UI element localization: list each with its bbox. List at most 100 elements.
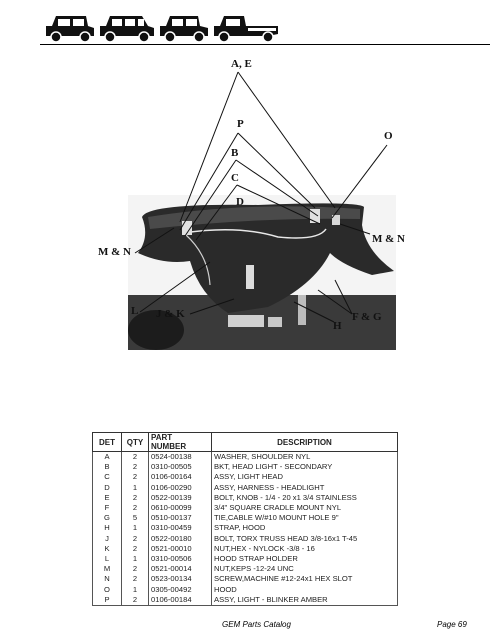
cell-det: E (92, 492, 122, 503)
cell-det: P (92, 594, 122, 606)
cell-part-number: 0521-00014 (148, 564, 212, 575)
callout-b: B (231, 147, 239, 159)
open-cart-icon (160, 16, 208, 43)
callout-f-g: F & G (352, 311, 382, 323)
cell-part-number: 0521-00010 (148, 543, 212, 554)
callout-m-n-right: M & N (372, 233, 405, 245)
table-header-row: DET QTY PART NUMBER DESCRIPTION (92, 432, 398, 452)
cell-part-number: 0522-00180 (148, 533, 212, 544)
cell-det: C (92, 472, 122, 483)
cell-det: G (92, 513, 122, 524)
cell-qty: 1 (121, 553, 149, 565)
cell-qty: 1 (121, 584, 149, 595)
cell-det: L (92, 553, 122, 565)
cell-part-number: 0310-00459 (148, 523, 212, 534)
vehicle-icons (46, 16, 278, 43)
callout-l: L (131, 305, 139, 317)
cell-description: WASHER, SHOULDER NYL (211, 451, 398, 463)
utility-cart-icon (100, 16, 154, 43)
cell-det: F (92, 502, 122, 514)
cell-part-number: 0522-00139 (148, 492, 212, 503)
cell-description: NUT,HEX - NYLOCK -3/8 - 16 (211, 543, 398, 554)
cell-part-number: 0610-00099 (148, 502, 212, 514)
cell-det: J (92, 533, 122, 544)
cell-qty: 1 (121, 523, 149, 534)
cell-description: ASSY, LIGHT - BLINKER AMBER (211, 594, 398, 606)
cell-part-number: 0310-00506 (148, 553, 212, 565)
callout-h: H (333, 320, 342, 332)
cell-qty: 2 (121, 462, 149, 473)
col-det: DET (92, 432, 122, 452)
cell-qty: 2 (121, 574, 149, 585)
cell-part-number: 0305-00492 (148, 584, 212, 595)
cell-part-number: 0524-00138 (148, 451, 212, 463)
cell-description: BKT, HEAD LIGHT - SECONDARY (211, 462, 398, 473)
cell-qty: 2 (121, 533, 149, 544)
cell-det: H (92, 523, 122, 534)
cell-det: M (92, 564, 122, 575)
hood-photo (128, 195, 396, 350)
cell-part-number: 0523-00134 (148, 574, 212, 585)
cell-description: SCREW,MACHINE #12-24x1 HEX SLOT (211, 574, 398, 585)
cell-qty: 2 (121, 472, 149, 483)
cell-det: D (92, 482, 122, 493)
cell-part-number: 0310-00505 (148, 462, 212, 473)
cell-qty: 1 (121, 482, 149, 493)
cell-description: BOLT, KNOB - 1/4 - 20 x1 3/4 STAINLESS (211, 492, 398, 503)
cell-description: ASSY, HARNESS - HEADLIGHT (211, 482, 398, 493)
cell-description: ASSY, LIGHT HEAD (211, 472, 398, 483)
cell-qty: 2 (121, 492, 149, 503)
cell-description: BOLT, TORX TRUSS HEAD 3/8-16x1 T-45 (211, 533, 398, 544)
col-part-number: PART NUMBER (148, 432, 212, 452)
cell-qty: 2 (121, 502, 149, 514)
col-description: DESCRIPTION (211, 432, 398, 452)
cell-part-number: 0106-00164 (148, 472, 212, 483)
col-qty: QTY (121, 432, 149, 452)
cell-description: HOOD (211, 584, 398, 595)
cell-det: B (92, 462, 122, 473)
cell-det: N (92, 574, 122, 585)
callout-a-e: A, E (231, 58, 252, 70)
flatbed-truck-icon (214, 16, 278, 43)
cell-qty: 2 (121, 594, 149, 606)
cell-part-number: 0106-00184 (148, 594, 212, 606)
cell-qty: 5 (121, 513, 149, 524)
cell-qty: 2 (121, 451, 149, 463)
cell-qty: 2 (121, 564, 149, 575)
callout-j-k: J & K (156, 308, 185, 320)
cell-description: 3/4" SQUARE CRADLE MOUNT NYL (211, 502, 398, 514)
cell-det: A (92, 451, 122, 463)
callout-o: O (384, 130, 393, 142)
cell-description: HOOD STRAP HOLDER (211, 553, 398, 565)
cell-description: STRAP, HOOD (211, 523, 398, 534)
callout-c: C (231, 172, 239, 184)
callout-p: P (237, 118, 244, 130)
callout-d: D (236, 196, 244, 208)
cell-det: K (92, 543, 122, 554)
cell-description: TIE,CABLE W/#10 MOUNT HOLE 9" (211, 513, 398, 524)
footer-catalog-title: GEM Parts Catalog (222, 620, 291, 629)
cell-part-number: 0106-00290 (148, 482, 212, 493)
callout-m-n-left: M & N (98, 246, 131, 258)
cell-det: O (92, 584, 122, 595)
footer-page-number: Page 69 (437, 620, 467, 629)
cell-description: NUT,KEPS -12-24 UNC (211, 564, 398, 575)
golf-cart-icon (46, 16, 94, 43)
